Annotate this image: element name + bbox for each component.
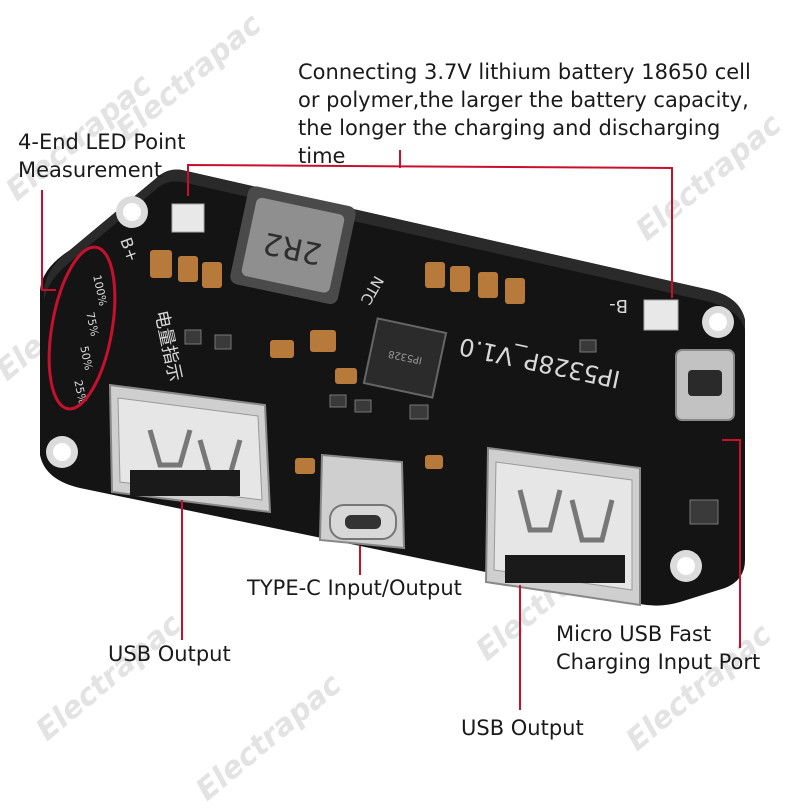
ic-chip: IP5328	[362, 317, 448, 399]
callout-usb-output-left: USB Output	[108, 642, 231, 666]
side-button	[689, 499, 719, 525]
smd-components	[150, 250, 525, 474]
callout-micro-line-2: Charging Input Port	[556, 650, 761, 674]
micro-usb-port	[675, 349, 735, 421]
led-level-75: 75%	[83, 311, 101, 338]
callout-typec: TYPE-C Input/Output	[247, 576, 462, 600]
callout-micro-line-1: Micro USB Fast	[556, 622, 712, 646]
callout-battery-line-4: time	[298, 144, 346, 168]
led-level-100: 100%	[90, 274, 109, 307]
battery-pad-minus	[643, 299, 679, 331]
callout-led-line-1: 4-End LED Point	[18, 130, 186, 154]
inductor: 2R2	[230, 186, 356, 305]
callout-led-line-2: Measurement	[18, 158, 163, 182]
leader-lines	[41, 150, 741, 710]
usb-a-left	[108, 383, 272, 514]
callout-usb-output-right: USB Output	[461, 716, 584, 740]
usb-c-port	[318, 453, 406, 550]
callout-battery-line-2: or polymer,the larger the battery capaci…	[298, 88, 749, 112]
silk-bminus: B-	[609, 295, 628, 316]
usb-a-right	[484, 446, 641, 607]
led-level-50: 50%	[77, 345, 95, 372]
battery-pad-plus	[171, 203, 205, 233]
led-highlight-ellipse	[47, 245, 117, 411]
callout-battery-line-1: Connecting 3.7V lithium battery 18650 ce…	[298, 60, 751, 84]
callout-battery-line-3: the longer the charging and discharging	[298, 116, 721, 140]
